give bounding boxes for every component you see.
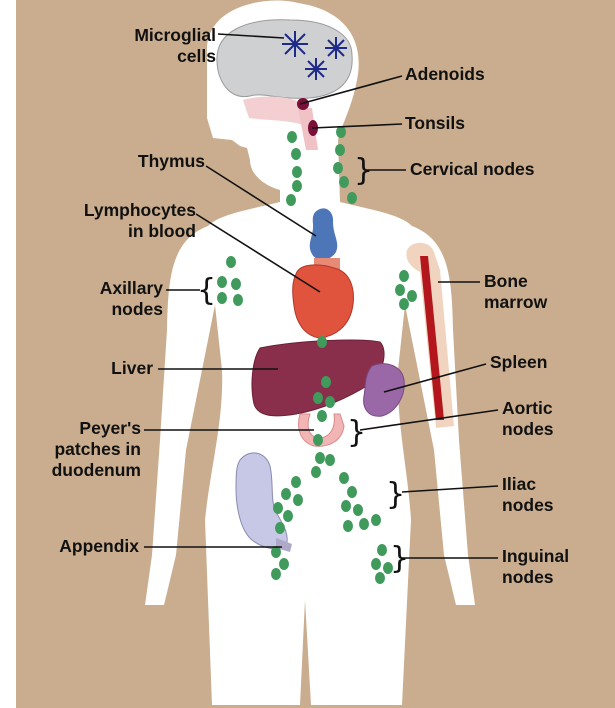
label-appendix: Appendix	[59, 536, 139, 557]
lymph-node	[407, 290, 417, 302]
brain	[217, 20, 352, 99]
lymph-node	[339, 472, 349, 484]
label-adenoids: Adenoids	[405, 64, 485, 85]
microglial-cell-1	[282, 31, 308, 57]
lymph-node	[317, 336, 327, 348]
label-lymphocytes-in-blood: Lymphocytes in blood	[84, 200, 196, 242]
lymph-node	[377, 544, 387, 556]
label-tonsils: Tonsils	[405, 113, 465, 134]
label-spleen: Spleen	[490, 352, 547, 373]
lymph-node	[275, 522, 285, 534]
brace-cervical: }	[354, 153, 373, 188]
label-aortic-nodes: Aortic nodes	[502, 398, 554, 440]
label-liver: Liver	[111, 358, 153, 379]
brace-inguinal: }	[390, 541, 409, 576]
label-cervical-nodes: Cervical nodes	[410, 159, 535, 180]
lymph-node	[395, 284, 405, 296]
lymph-node	[321, 376, 331, 388]
lymph-node	[333, 162, 343, 174]
lymph-node	[399, 270, 409, 282]
microglial-cell-3	[305, 58, 327, 80]
lymph-node	[353, 504, 363, 516]
lymph-node	[325, 454, 335, 466]
lymph-node	[359, 518, 369, 530]
lymph-node	[375, 572, 385, 584]
brace-iliac: }	[386, 477, 405, 512]
lymph-node	[291, 476, 301, 488]
microglial-cell-2	[325, 37, 347, 59]
label-iliac-nodes: Iliac nodes	[502, 474, 554, 516]
label-peyers-patches: Peyer's patches in duodenum	[52, 418, 141, 481]
label-axillary-nodes: Axillary nodes	[100, 278, 163, 320]
lymph-node	[293, 494, 303, 506]
label-inguinal-nodes: Inguinal nodes	[502, 546, 569, 588]
label-bone-marrow: Bone marrow	[484, 271, 547, 313]
lymph-node	[347, 192, 357, 204]
lymph-node	[317, 410, 327, 422]
lymph-node	[399, 298, 409, 310]
lymph-node	[371, 558, 381, 570]
lymph-node	[336, 126, 346, 138]
lymph-node	[347, 486, 357, 498]
lymph-node	[286, 194, 296, 206]
lymph-node	[313, 434, 323, 446]
lymph-node	[279, 558, 289, 570]
lymph-node	[335, 144, 345, 156]
brace-axillary: {	[197, 273, 216, 308]
lymph-node	[292, 180, 302, 192]
lymph-node	[231, 278, 241, 290]
brace-aortic: }	[347, 415, 366, 450]
lymph-node	[233, 294, 243, 306]
lymph-node	[311, 466, 321, 478]
lymph-node	[273, 502, 283, 514]
lymph-node	[226, 256, 236, 268]
label-thymus: Thymus	[138, 151, 205, 172]
lymph-node	[371, 514, 381, 526]
label-microglial-cells: Microglial cells	[134, 25, 216, 67]
lymph-node	[325, 396, 335, 408]
lymph-node	[291, 148, 301, 160]
lymph-node	[315, 452, 325, 464]
lymph-node	[313, 392, 323, 404]
lymph-node	[339, 176, 349, 188]
lymph-node	[283, 510, 293, 522]
lymph-node	[217, 276, 227, 288]
lymph-node	[343, 520, 353, 532]
lymph-node	[341, 500, 351, 512]
lymph-node	[287, 131, 297, 143]
lymph-node	[292, 166, 302, 178]
lymph-node	[281, 488, 291, 500]
lymph-node	[217, 292, 227, 304]
lymph-node	[271, 568, 281, 580]
